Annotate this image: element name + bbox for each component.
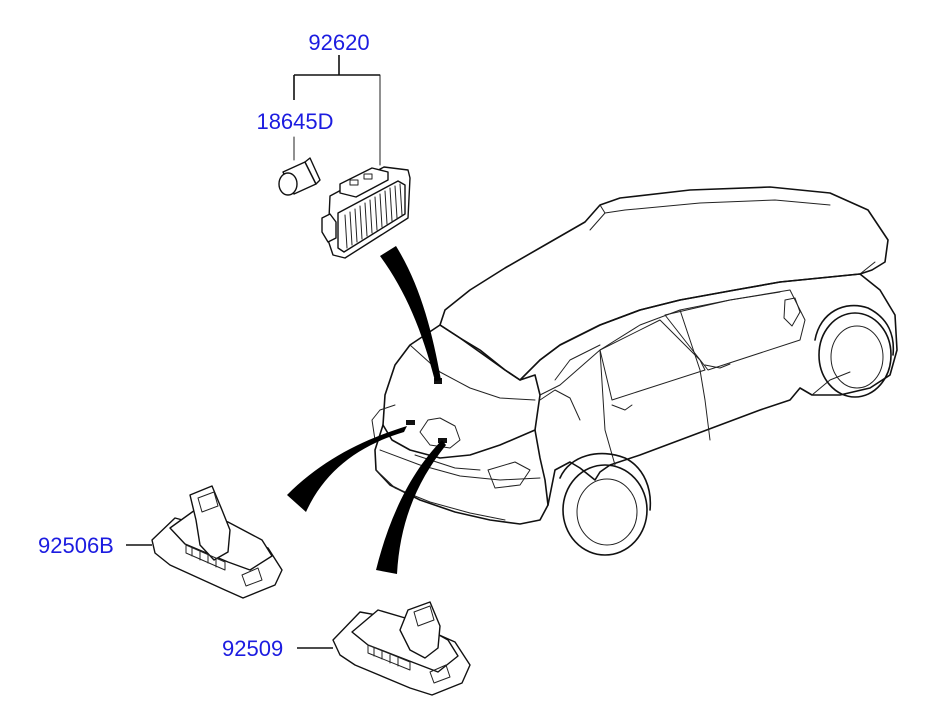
vehicle-outline xyxy=(371,186,898,556)
arrow-to-left-lamp xyxy=(287,426,407,512)
label-92509[interactable]: 92509 xyxy=(222,636,283,661)
license-lamp-right[interactable] xyxy=(332,601,471,696)
arrow-to-right-lamp xyxy=(376,440,446,574)
label-18645d[interactable]: 18645D xyxy=(256,109,333,134)
leader-92620 xyxy=(293,55,380,100)
room-lamp-assembly[interactable] xyxy=(321,74,411,259)
bulb[interactable] xyxy=(278,136,321,196)
leader-lines xyxy=(126,55,380,649)
license-lamp-left[interactable] xyxy=(151,485,283,599)
arrow-to-room-lamp xyxy=(380,246,441,381)
pointer-arrows xyxy=(287,246,446,574)
label-92620[interactable]: 92620 xyxy=(308,30,369,55)
label-92506b[interactable]: 92506B xyxy=(38,533,114,558)
